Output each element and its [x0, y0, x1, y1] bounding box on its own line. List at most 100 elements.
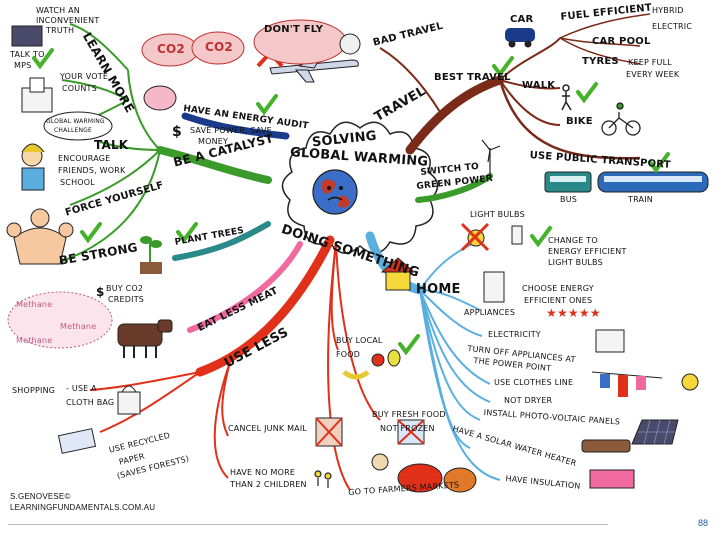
bike-label: BIKE	[566, 116, 593, 127]
every-week-label: EVERY WEEK	[626, 70, 680, 79]
bubble-2: CHALLENGE	[54, 127, 93, 134]
hybrid-label: HYBRID	[652, 6, 684, 15]
methane-2: Methane	[60, 322, 97, 331]
dollar-sign-icon: $	[172, 124, 182, 140]
house-icon	[380, 257, 416, 291]
encourage-2: FRIENDS, WORK	[58, 166, 126, 175]
strongman-icon	[6, 208, 74, 265]
talking-woman-icon	[21, 143, 45, 191]
green-power-branch	[415, 173, 493, 203]
check-icon	[256, 94, 278, 116]
car-pool-label: CAR POOL	[592, 36, 651, 47]
check-icon	[80, 222, 102, 244]
use-less-branch	[195, 235, 335, 377]
talk-label: TALK	[94, 138, 129, 152]
speech-bubble	[43, 111, 113, 141]
buy-local-2: FOOD	[336, 350, 361, 359]
power-point-icon	[595, 329, 625, 353]
watch-3: TRUTH	[46, 26, 75, 35]
check-icon	[530, 226, 552, 248]
globe-icon	[312, 169, 358, 215]
choose-1: CHOOSE ENERGY	[522, 284, 594, 293]
footer-author: S.GENOVESE©	[10, 492, 71, 501]
talk-mps-1: TALK TO	[10, 50, 45, 59]
credits-1: BUY CO2	[106, 284, 144, 293]
cow-icon	[117, 319, 173, 358]
save-power-1: SAVE POWER, SAVE	[190, 126, 272, 135]
wind-turbine-icon	[481, 139, 501, 176]
change-bulbs-3: LIGHT BULBS	[548, 258, 603, 267]
center-cloud	[281, 121, 439, 254]
car-icon	[505, 28, 535, 42]
use-a-label: - USE A	[66, 384, 97, 393]
encourage-3: SCHOOL	[60, 178, 95, 187]
eat-less-meat-branch	[187, 241, 303, 333]
tree-seedling-icon	[140, 236, 162, 274]
keep-full-label: KEEP FULL	[628, 58, 672, 67]
clothes-line-label: USE CLOTHES LINE	[494, 378, 574, 387]
tyres-label: TYRES	[582, 56, 619, 67]
change-bulbs-2: ENERGY EFFICIENT	[548, 247, 627, 256]
recycled-paper-icon	[57, 428, 97, 454]
local-food-icon	[342, 349, 401, 380]
check-icon	[176, 222, 198, 244]
light-bulb-icon	[460, 222, 523, 252]
walk-icon	[561, 84, 572, 111]
children-2: THAN 2 CHILDREN	[230, 480, 307, 489]
encourage-1: ENCOURAGE	[58, 154, 111, 163]
travel-branch	[405, 75, 505, 155]
bike-icon	[601, 102, 641, 136]
page-number: 88	[697, 518, 708, 528]
children-icon	[314, 470, 332, 488]
home-label: HOME	[416, 282, 461, 297]
co2-b-label: CO2	[205, 40, 233, 54]
energy-stars: ★★★★★	[546, 306, 601, 320]
clothes-line-icon	[591, 371, 699, 397]
check-icon	[576, 82, 598, 104]
watch-1: WATCH AN	[36, 6, 80, 15]
credits-2: CREDITS	[108, 295, 145, 304]
cloth-bag-icon	[117, 385, 141, 415]
tv-icon	[11, 25, 43, 47]
plant-trees-branch	[172, 221, 271, 261]
solar-water-heater-icon	[581, 439, 631, 453]
co2-a-label: CO2	[157, 42, 185, 56]
methane-1: Methane	[16, 300, 53, 309]
junk-mail-icon	[315, 417, 343, 447]
best-travel-label: BEST TRAVEL	[434, 72, 511, 83]
cloth-bag-label: CLOTH BAG	[66, 398, 115, 407]
train-label: TRAIN	[628, 195, 653, 204]
bubble-1: GLOBAL WARMING	[46, 118, 105, 125]
credits-dollar-icon: $	[96, 285, 104, 299]
shopping-label: SHOPPING	[12, 386, 56, 395]
electricity-label: ELECTRICITY	[488, 330, 541, 339]
fridge-icon	[483, 271, 505, 303]
vote-1: YOUR VOTE	[60, 72, 109, 81]
footer-site: LEARNINGFUNDAMENTALS.COM.AU	[10, 503, 156, 512]
sun-icon	[681, 373, 699, 391]
footer-divider	[8, 524, 608, 525]
methane-3: Methane	[16, 336, 53, 345]
change-bulbs-1: CHANGE TO	[548, 236, 598, 245]
piggy-bank-icon	[143, 85, 177, 111]
co2-cloud-b	[191, 31, 245, 65]
talk-mps-2: MPS	[14, 61, 32, 70]
vote-2: COUNTS	[62, 84, 97, 93]
solar-panel-icon	[631, 419, 679, 445]
watch-2: INCONVENIENT	[36, 16, 100, 25]
catalyst-branch	[156, 146, 272, 184]
farmers-market-icon	[371, 453, 477, 493]
car-label: CAR	[510, 14, 534, 25]
check-icon	[32, 48, 54, 70]
ballot-box-icon	[21, 77, 53, 113]
methane-cloud	[7, 291, 113, 349]
not-dryer-label: NOT DRYER	[504, 396, 553, 405]
bus-label: BUS	[560, 195, 578, 204]
frozen-food-icon	[397, 419, 425, 445]
dont-fly-label: DON'T FLY	[264, 24, 324, 35]
children-1: HAVE NO MORE	[230, 468, 296, 477]
energy-audit-branch	[181, 112, 290, 140]
fresh-food-1: BUY FRESH FOOD	[372, 410, 446, 419]
check-icon	[492, 56, 514, 78]
